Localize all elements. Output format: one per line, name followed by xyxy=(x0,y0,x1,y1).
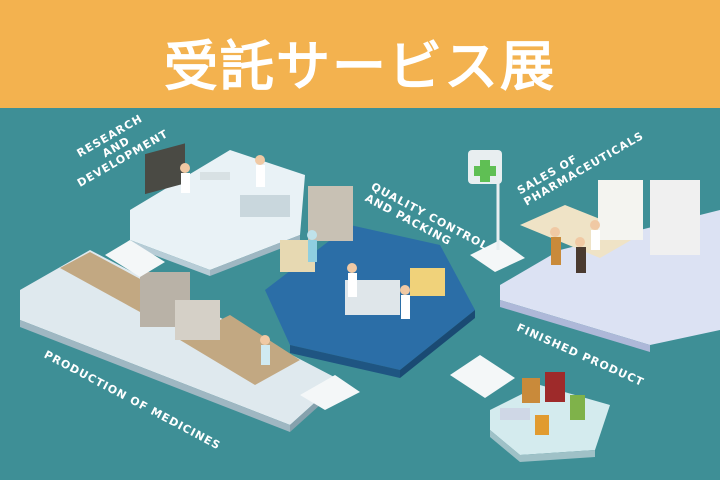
title-banner: 受託サービス展 xyxy=(0,0,720,108)
research-platform xyxy=(130,143,305,276)
sales-platform xyxy=(468,150,720,352)
steps xyxy=(300,375,360,410)
finished-platform xyxy=(490,372,610,462)
isometric-illustration xyxy=(20,143,720,462)
pharma-illustration: RESEARCH AND DEVELOPMENT QUALITY CONTROL… xyxy=(0,108,720,480)
quality-platform xyxy=(265,186,475,378)
steps xyxy=(105,240,165,277)
steps xyxy=(470,240,525,272)
banner-title: 受託サービス展 xyxy=(164,35,556,98)
steps xyxy=(450,355,515,398)
